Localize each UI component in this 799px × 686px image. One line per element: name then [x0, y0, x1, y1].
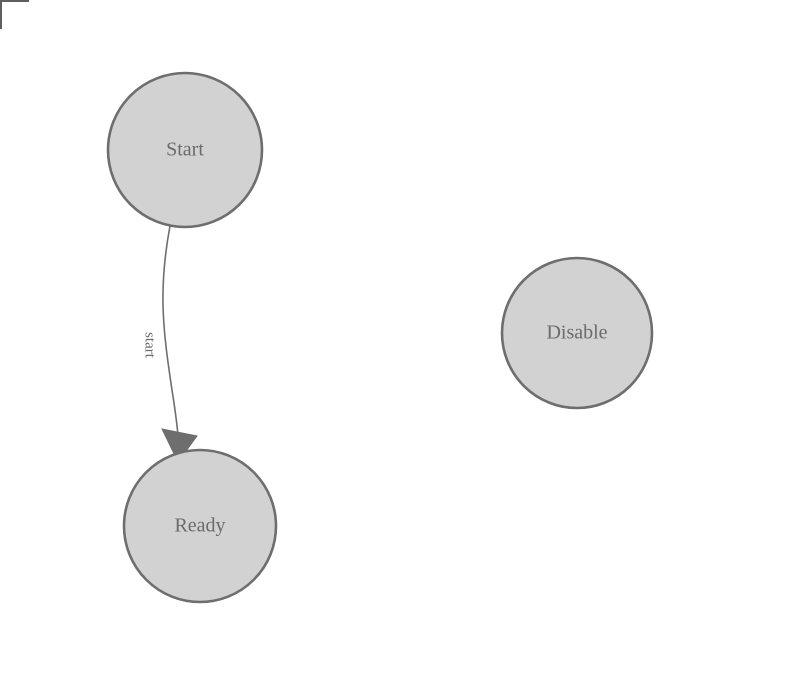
state-circle-disable[interactable] [500, 256, 654, 410]
state-circle-ready[interactable] [122, 448, 278, 604]
edge-label-start: start [142, 332, 158, 359]
canvas-corner-mark [0, 0, 29, 29]
state-label-ready: Ready [174, 515, 225, 537]
arrowhead-icon [161, 428, 198, 463]
state-label-disable: Disable [546, 322, 607, 344]
state-node-disable[interactable]: Disable [500, 256, 654, 410]
state-node-start[interactable]: Start [106, 71, 264, 229]
edge-line-start-to-ready [162, 225, 180, 448]
state-node-ready[interactable]: Ready [122, 448, 278, 604]
edge-start-to-ready[interactable]: start [142, 225, 198, 463]
state-label-start: Start [166, 139, 204, 161]
state-circle-start[interactable] [106, 71, 264, 229]
